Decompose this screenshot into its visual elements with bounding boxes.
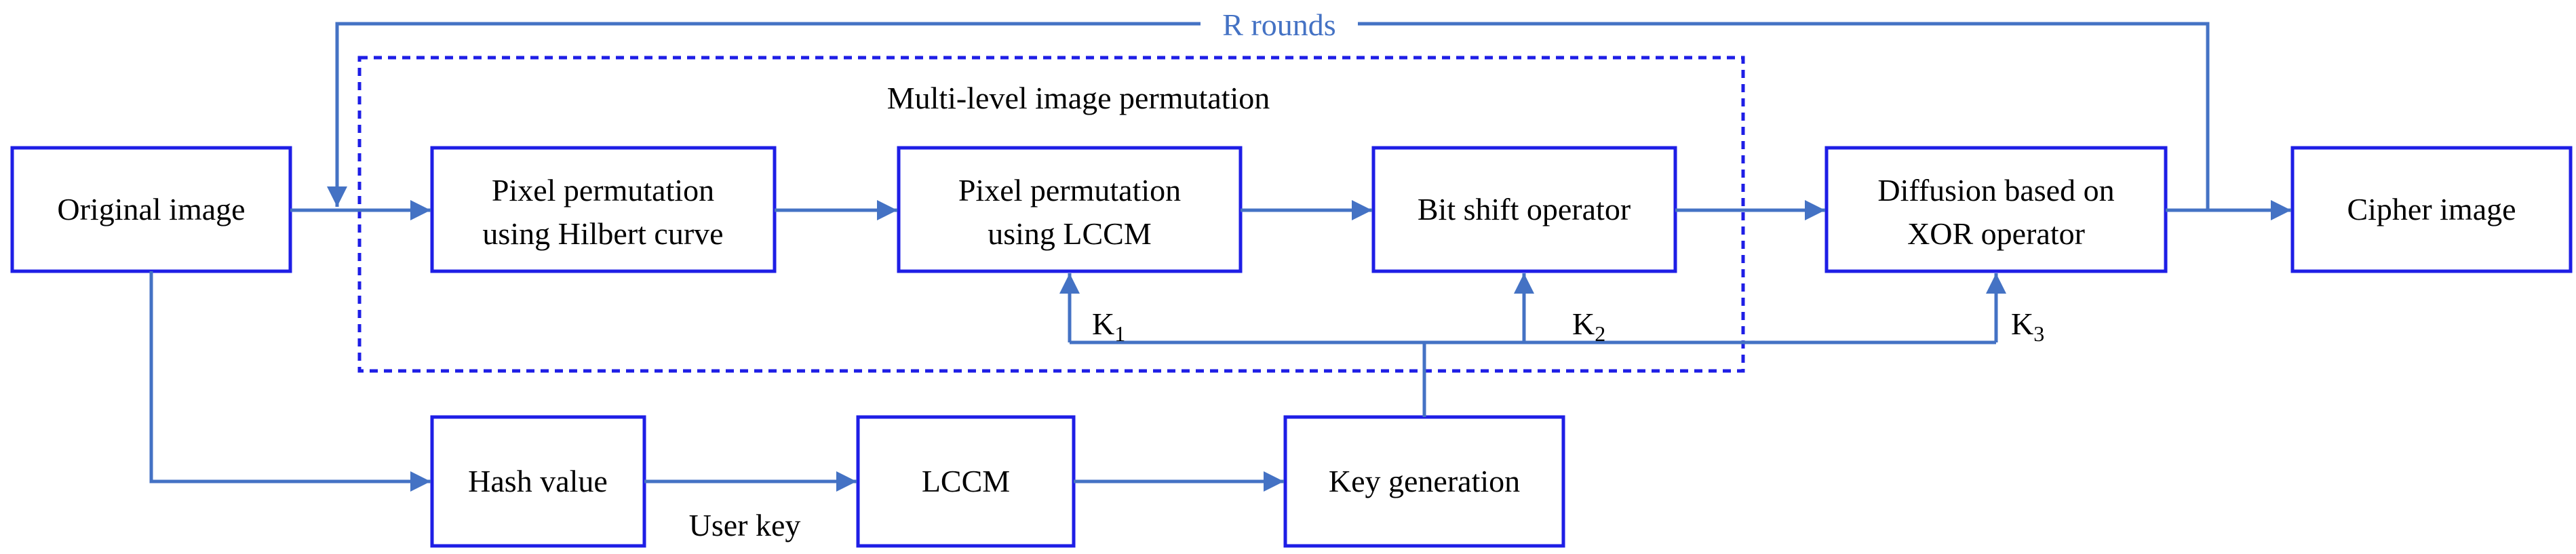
k1-main: K <box>1092 306 1114 341</box>
diffusion-node: Diffusion based on XOR operator <box>1824 146 2168 273</box>
k3-label: K3 <box>2011 306 2044 346</box>
rounds-loop-arrow <box>1358 22 2210 209</box>
bit-shift-node: Bit shift operator <box>1371 146 1677 273</box>
cipher-image-label: Cipher image <box>2347 192 2516 226</box>
k1-subscript: 1 <box>1114 321 1125 346</box>
k3-subscript: 3 <box>2033 321 2044 346</box>
k3-main: K <box>2011 306 2033 341</box>
lccm-label: LCCM <box>922 464 1010 498</box>
bit-shift-label: Bit shift operator <box>1418 192 1631 226</box>
permutation-region-label: Multi-level image permutation <box>887 81 1270 115</box>
hilbert-label-line2: using Hilbert curve <box>482 216 723 251</box>
k2-main: K <box>1572 306 1595 341</box>
original-image-label: Original image <box>57 192 245 226</box>
original-image-node: Original image <box>10 146 292 273</box>
lccm-node: LCCM <box>856 415 1076 548</box>
hash-value-node: Hash value <box>430 415 646 548</box>
lccm-permutation-node: Pixel permutation using LCCM <box>897 146 1243 273</box>
hash-value-label: Hash value <box>468 464 608 498</box>
cipher-image-node: Cipher image <box>2290 146 2573 273</box>
k2-label: K2 <box>1572 306 1605 346</box>
permutation-region <box>357 56 1745 373</box>
lccm-permutation-label-line1: Pixel permutation <box>958 173 1181 207</box>
rounds-loop-arrow-left <box>327 22 1201 207</box>
lccm-permutation-label-line2: using LCCM <box>988 216 1152 251</box>
rounds-label: R rounds <box>1222 7 1335 42</box>
diffusion-label-line1: Diffusion based on <box>1877 173 2114 207</box>
k1-label: K1 <box>1092 306 1125 346</box>
arrow-original-to-hash <box>149 271 431 492</box>
key-generation-node: Key generation <box>1283 415 1565 548</box>
hilbert-permutation-node: Pixel permutation using Hilbert curve <box>430 146 777 273</box>
diffusion-label-line2: XOR operator <box>1907 216 2085 251</box>
user-key-label: User key <box>689 508 801 542</box>
hilbert-label-line1: Pixel permutation <box>492 173 714 207</box>
k2-subscript: 2 <box>1595 321 1605 346</box>
key-generation-label: Key generation <box>1329 464 1520 498</box>
